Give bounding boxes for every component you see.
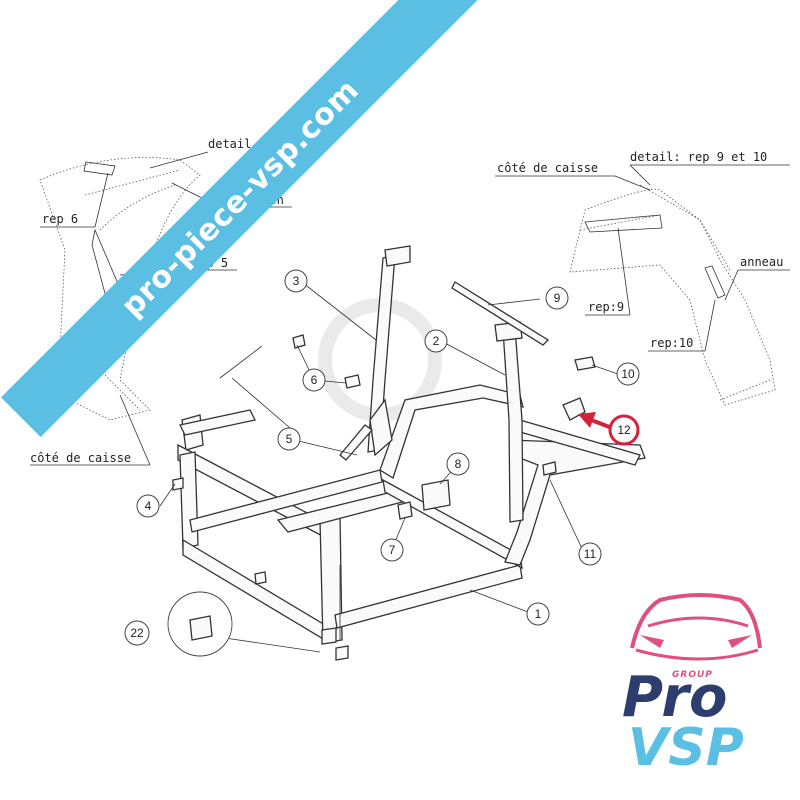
callout-10: 10 [616, 362, 640, 386]
callout-6-label: 6 [311, 373, 318, 387]
callout-9: 9 [545, 286, 569, 310]
callout-4: 4 [136, 494, 160, 518]
callout-8-label: 8 [455, 457, 462, 471]
callout-22: 22 [124, 620, 150, 646]
callout-1-label: 1 [535, 607, 542, 621]
callout-3: 3 [284, 269, 308, 293]
callout-7-label: 7 [389, 543, 396, 557]
callout-6: 6 [302, 368, 326, 392]
detail-right-sketch [569, 184, 776, 406]
label-detail-rep9-10: detail: rep 9 et 10 [630, 150, 767, 164]
callout-9-label: 9 [554, 291, 561, 305]
chassis-frame [172, 245, 646, 661]
callout-5-label: 5 [286, 432, 293, 446]
callout-3-label: 3 [293, 274, 300, 288]
callout-5: 5 [277, 427, 301, 451]
callout-10-label: 10 [621, 367, 635, 381]
callout-8: 8 [446, 452, 470, 476]
callout-2: 2 [424, 329, 448, 353]
callout-22-label: 22 [130, 626, 144, 640]
callout-4-label: 4 [145, 499, 152, 513]
label-cote-de-caisse-right: côté de caisse [497, 161, 598, 175]
label-anneau: anneau [740, 255, 783, 269]
callout-11: 11 [578, 542, 602, 566]
right-leaders [495, 164, 790, 352]
callout-12: 12 [608, 414, 640, 446]
label-rep6: rep 6 [42, 212, 78, 226]
label-rep9: rep:9 [588, 300, 624, 314]
callout-12-label: 12 [617, 423, 631, 437]
part-12-highlight-arrow [578, 412, 613, 430]
provsp-car-logo [630, 593, 762, 661]
callout-1: 1 [526, 602, 550, 626]
label-cote-de-caisse-left: côté de caisse [30, 451, 131, 465]
logo-vsp-text: VSP [628, 718, 744, 778]
part-22-magnifier [167, 591, 233, 657]
logo-group-text: GROUP [672, 670, 713, 680]
callout-leaders [159, 282, 619, 653]
callout-7: 7 [380, 538, 404, 562]
callout-11-label: 11 [584, 547, 597, 561]
label-rep10: rep:10 [650, 336, 693, 350]
callout-2-label: 2 [433, 334, 440, 348]
logo-pro-text: Pro [622, 665, 728, 730]
